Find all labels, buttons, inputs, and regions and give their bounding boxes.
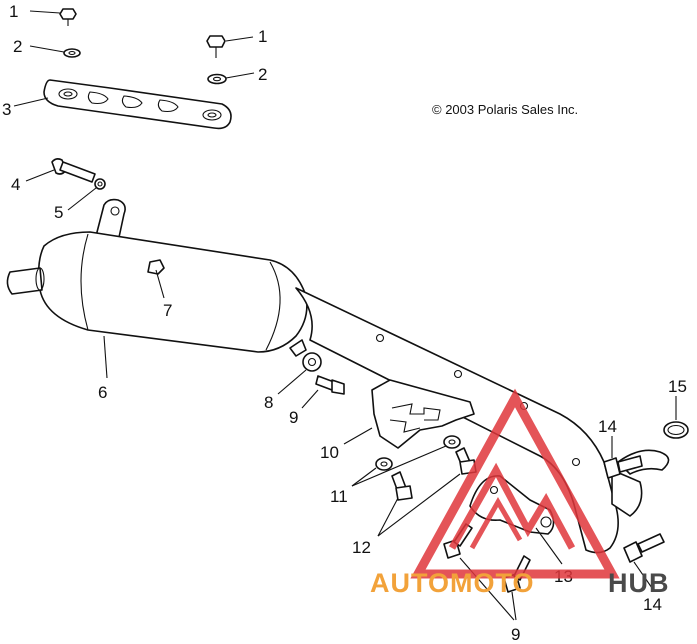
washer-part-11-right [443,435,461,449]
copyright-text: © 2003 Polaris Sales Inc. [432,102,578,117]
callout-12: 12 [352,538,371,557]
callout-4: 4 [11,175,20,194]
callout-14-upper: 14 [598,417,617,436]
bolt-part-14-lower [623,533,665,563]
callout-3: 3 [2,100,11,119]
callout-2-left: 2 [13,37,22,56]
bolt-part-4 [51,158,96,183]
washer-part-2-left [63,48,81,58]
callout-11: 11 [330,487,348,506]
washer-part-11-left [375,457,393,471]
callout-6: 6 [98,383,107,402]
watermark-logo [410,388,620,579]
callout-10: 10 [320,443,339,462]
callout-14-lower: 14 [643,595,662,614]
bolt-part-9-upper [315,375,345,395]
callout-9-lower: 9 [511,625,520,644]
washer-part-8 [302,352,322,372]
callout-1-left: 1 [9,2,18,21]
muffler-part-6 [6,198,670,554]
washer-part-2-right [207,73,227,85]
callout-7: 7 [163,301,172,320]
heat-shield-part-3 [43,79,232,130]
bolt-part-1-left [59,8,77,26]
bolt-part-12-left [391,471,413,501]
bracket-part-10 [371,379,475,449]
gasket-part-15 [663,421,689,439]
leader-lines [13,10,677,621]
callout-5: 5 [54,203,63,222]
callout-1-right: 1 [258,27,267,46]
callout-15: 15 [668,377,687,396]
callout-9-upper: 9 [289,408,298,427]
washer-part-5 [94,178,106,190]
watermark-text-automoto: AUTOMOTO [370,568,535,598]
bolt-part-1-right [206,35,226,58]
bolt-part-14-upper [603,455,643,479]
callout-2-right: 2 [258,65,267,84]
watermark-text-hub: HUB [608,568,670,598]
callout-8: 8 [264,393,273,412]
